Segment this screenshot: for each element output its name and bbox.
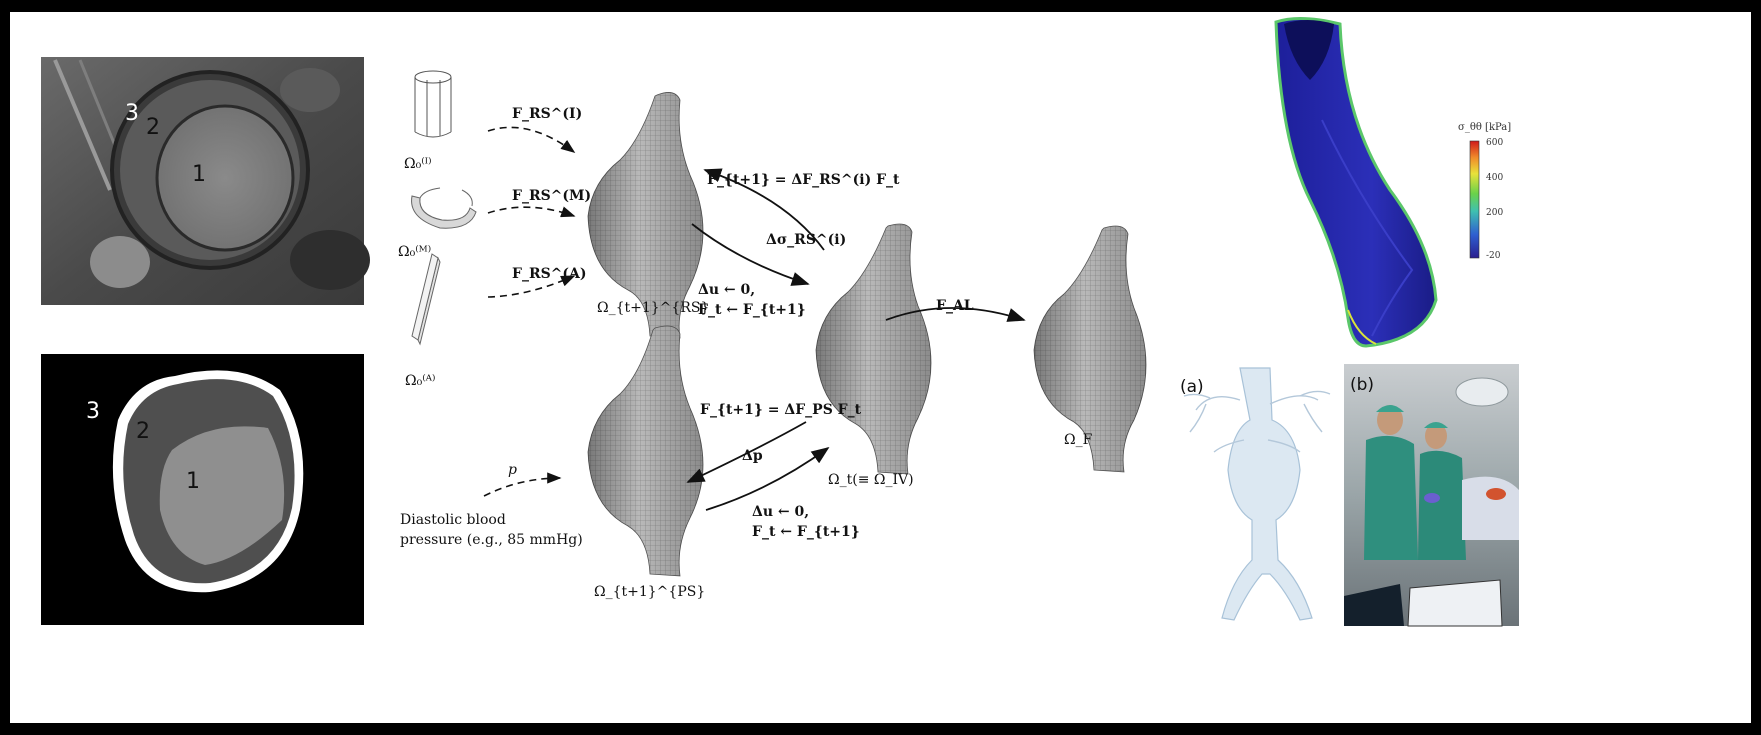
colorbar-tick-400: 400: [1486, 173, 1503, 183]
f-rs-media: F_RS^(M): [512, 188, 591, 204]
colorbar-title: σ_θθ [kPa]: [1458, 122, 1511, 133]
mri-label-2: 2: [146, 115, 160, 140]
omega-rs-label: Ω_{t+1}^{RS}: [597, 300, 709, 316]
arrow-intima: [488, 127, 574, 152]
arrow-pressure: [484, 478, 560, 496]
pressure-symbol: p: [508, 462, 517, 478]
omega-t-label: Ω_t(≡ Ω_IV): [828, 472, 914, 488]
eq-update-ps: F_{t+1} = ΔF_PS F_t: [700, 402, 862, 418]
omega-adventitia-label: Ω₀⁽ᴬ⁾: [405, 373, 435, 389]
arrow-reset-bottom: [706, 448, 828, 510]
omega-media-label: Ω₀⁽ᴹ⁾: [398, 244, 431, 260]
colorbar-tick-600: 600: [1486, 138, 1503, 148]
eq-update-rs: F_{t+1} = ΔF_RS^(i) F_t: [707, 172, 900, 188]
omega-intima-label: Ω₀⁽ᴵ⁾: [404, 156, 432, 172]
omega-f-label: Ω_F: [1064, 432, 1093, 448]
eq-reset-top-1: Δu ← 0,: [698, 282, 755, 298]
stent-graft-illustration: (a): [1176, 364, 1336, 626]
f-rs-intima: F_RS^(I): [512, 106, 582, 122]
f-rs-adventitia: F_RS^(A): [512, 266, 587, 282]
colorbar-tick-200: 200: [1486, 208, 1503, 218]
adventitia-sheet-icon: [412, 254, 440, 344]
operating-room-photo: (b): [1344, 364, 1519, 626]
colorbar: [1470, 141, 1479, 258]
mri-image: 3 2 1: [41, 57, 370, 305]
eq-reset-bot-1: Δu ← 0,: [752, 504, 809, 520]
eq-delta-sigma: Δσ_RS^(i): [766, 232, 846, 248]
eq-f-al: F_AL: [936, 298, 974, 314]
colorbar-tick-neg20: -20: [1486, 251, 1501, 261]
media-ring-icon: [412, 188, 476, 228]
diastolic-line-2: pressure (e.g., 85 mmHg): [400, 532, 583, 548]
eq-reset-top-2: F_t ← F_{t+1}: [698, 302, 806, 318]
photo-a-label: (a): [1180, 377, 1204, 397]
segmentation-image: 3 2 1: [41, 354, 364, 625]
intima-cylinder-icon: [415, 71, 451, 137]
omega-ps-label: Ω_{t+1}^{PS}: [594, 584, 705, 600]
mesh-vessel-ps: [588, 326, 703, 576]
arrow-media: [488, 207, 574, 216]
mri-label-1: 1: [192, 162, 206, 187]
eq-delta-p: Δp: [742, 448, 763, 464]
mri-label-3: 3: [125, 101, 139, 126]
diastolic-line-1: Diastolic blood: [400, 512, 506, 528]
eq-reset-bot-2: F_t ← F_{t+1}: [752, 524, 860, 540]
mesh-vessel-t: [816, 224, 931, 474]
seg-label-3: 3: [86, 399, 100, 424]
seg-label-1: 1: [186, 469, 200, 494]
seg-label-2: 2: [136, 419, 150, 444]
stress-vessel-render: [1276, 18, 1436, 346]
